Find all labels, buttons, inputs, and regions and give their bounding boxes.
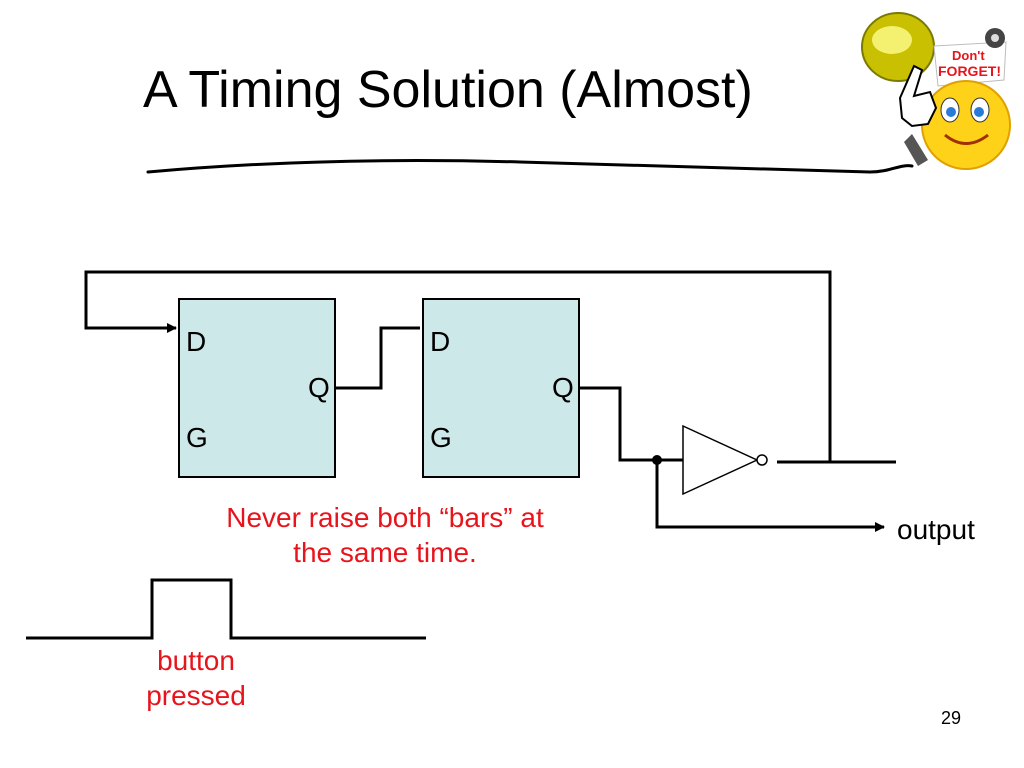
latch-1-g-label: G bbox=[186, 422, 208, 453]
latch1-to-latch2-wire bbox=[336, 326, 420, 390]
latch-1-q-label: Q bbox=[308, 372, 330, 403]
timing-note: Never raise both “bars” at the same time… bbox=[180, 500, 590, 570]
dont-forget-smiley-icon: Don't FORGET! bbox=[861, 12, 1011, 170]
timing-note-line-1: Never raise both “bars” at bbox=[226, 502, 544, 533]
latch2-q-wire bbox=[580, 386, 683, 462]
sticker-text-1: Don't bbox=[952, 48, 985, 63]
slide-title: A Timing Solution (Almost) bbox=[143, 61, 753, 119]
latch-2-q-label: Q bbox=[552, 372, 574, 403]
latch-2 bbox=[422, 298, 580, 478]
not-gate-icon bbox=[682, 424, 768, 496]
output-wire bbox=[655, 460, 885, 532]
latch-1-d-label: D bbox=[186, 326, 207, 357]
sticker-text-2: FORGET! bbox=[938, 63, 1001, 79]
title-underline bbox=[146, 158, 914, 174]
pulse-label: button pressed bbox=[116, 643, 276, 713]
output-label: output bbox=[897, 514, 975, 545]
latch-1 bbox=[178, 298, 336, 478]
pulse-label-line-1: button bbox=[157, 645, 235, 676]
page-number: 29 bbox=[941, 708, 962, 728]
timing-note-line-2: the same time. bbox=[293, 537, 477, 568]
latch-2-g-label: G bbox=[430, 422, 452, 453]
pulse-label-line-2: pressed bbox=[146, 680, 246, 711]
latch-2-d-label: D bbox=[430, 326, 451, 357]
button-pulse-waveform bbox=[26, 578, 426, 640]
feedback-wire bbox=[84, 270, 832, 462]
